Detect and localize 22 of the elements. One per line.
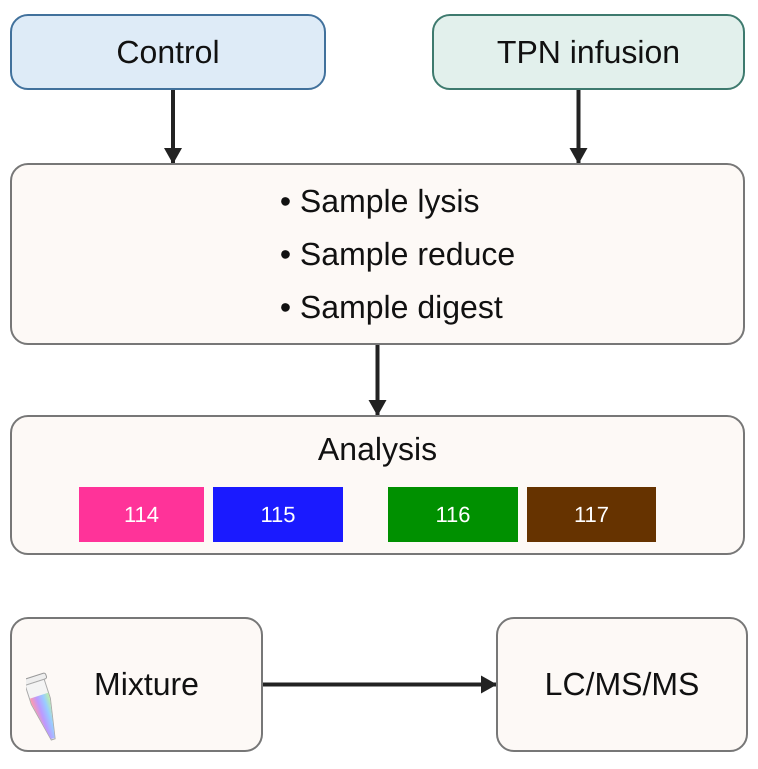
arrow: [164, 90, 182, 164]
arrow: [570, 90, 588, 164]
process-box: [496, 617, 748, 752]
list-item: • Sample digest: [280, 288, 504, 327]
box-label: LC/MS/MS: [544, 666, 700, 703]
process-box: [10, 415, 745, 555]
group-box: [432, 14, 745, 90]
group-box: [10, 14, 326, 90]
list-item: • Sample reduce: [280, 234, 516, 274]
box-title: Analysis: [318, 431, 438, 468]
process-box: [10, 163, 745, 345]
box-label: TPN infusion: [496, 34, 680, 70]
arrow: [368, 345, 386, 416]
arrow: [263, 676, 497, 694]
box-label: Mixture: [94, 666, 199, 703]
list-item: • Sample lysis: [280, 182, 481, 221]
tag-label: 116: [388, 487, 518, 542]
tag-label: 114: [79, 487, 204, 542]
tag-label: 117: [527, 487, 656, 542]
process-box: [10, 617, 263, 752]
tag-label: 115: [213, 487, 343, 542]
box-label: Control: [116, 34, 220, 70]
